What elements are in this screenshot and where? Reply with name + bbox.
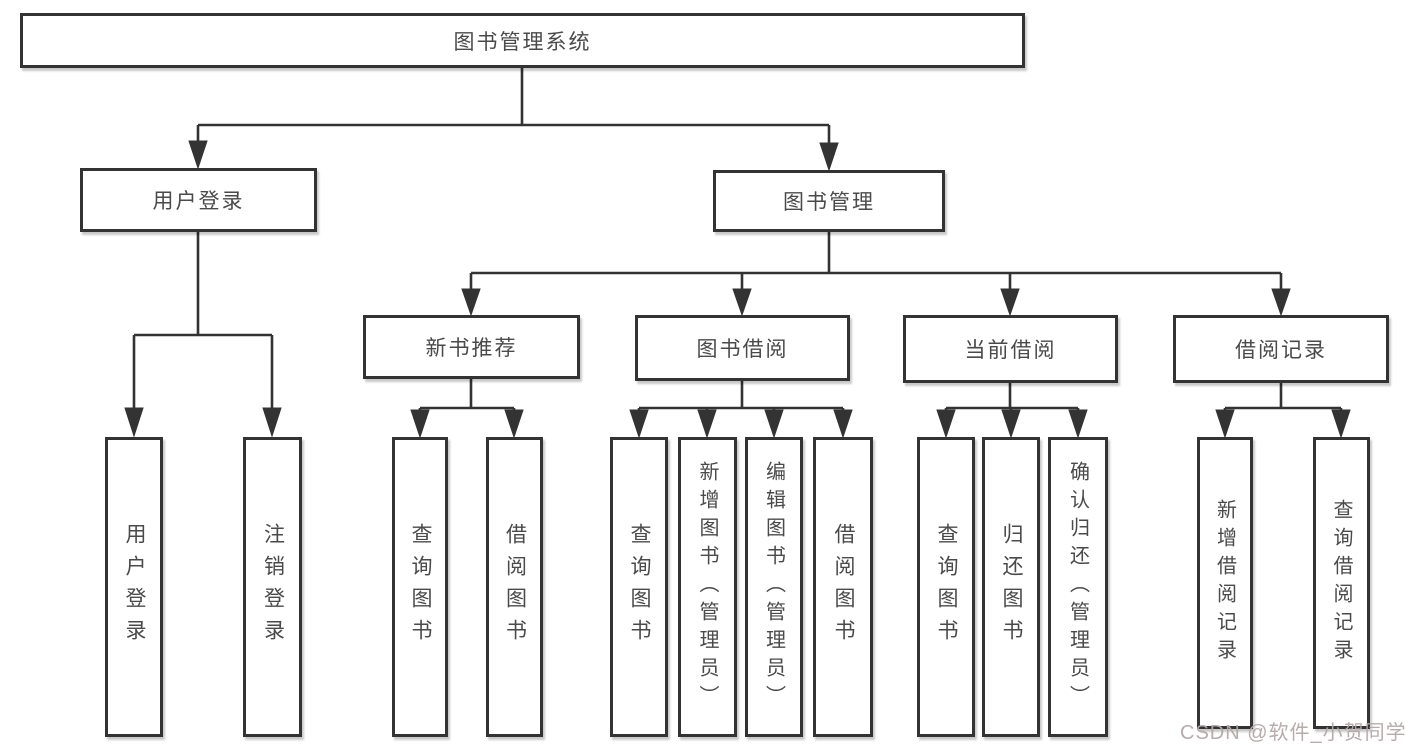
node-label: 图书管理 [783, 191, 875, 214]
node-leaf-query-books-borrowing: 查询图书 [610, 437, 668, 737]
node-leaf-query-books-newbook: 查询图书 [392, 437, 448, 737]
node-new-book-recommendation: 新书推荐 [363, 315, 580, 379]
connector-new-book-children [410, 379, 524, 439]
arrowhead-icon [936, 409, 956, 439]
node-label: 新书推荐 [425, 337, 518, 360]
node-leaf-add-borrow-record: 新增借阅记录 [1197, 437, 1253, 729]
node-leaf-borrow-books-borrowing: 借阅图书 [813, 437, 873, 737]
connector-user-login-children [124, 232, 282, 438]
node-book-borrowing: 图书借阅 [635, 315, 850, 381]
node-label: 查询图书 [935, 523, 958, 651]
node-label: 查询借阅记录 [1330, 499, 1352, 667]
arrowhead-icon [819, 142, 839, 172]
arrowhead-icon [1001, 409, 1021, 439]
connector-book-mgmt-children [461, 232, 1291, 317]
node-leaf-add-books-admin: 新增图书（管理员） [678, 437, 737, 737]
node-label: 借阅图书 [832, 523, 855, 651]
connector-current-borrow-children [936, 383, 1088, 439]
arrowhead-icon [697, 409, 717, 439]
node-current-borrowing: 当前借阅 [903, 315, 1118, 383]
node-label: 当前借阅 [964, 339, 1057, 362]
node-label: 确认归还（管理员） [1066, 461, 1089, 713]
arrowhead-icon [188, 140, 208, 170]
node-leaf-edit-books-admin: 编辑图书（管理员） [745, 437, 803, 737]
arrowhead-icon [1331, 409, 1351, 439]
arrowhead-icon [262, 407, 282, 438]
connector-borrow-records-children [1215, 383, 1351, 439]
node-leaf-borrow-books-newbook: 借阅图书 [486, 437, 543, 737]
node-label: 新增借阅记录 [1213, 499, 1236, 667]
connector-book-borrow-children [629, 381, 853, 439]
arrowhead-icon [1068, 409, 1088, 439]
arrowhead-icon [833, 409, 853, 439]
node-label: 编辑图书（管理员） [762, 461, 785, 713]
connector-root-to-level2 [188, 68, 839, 172]
arrowhead-icon [764, 409, 784, 439]
node-leaf-logout: 注销登录 [243, 437, 302, 737]
node-label: 借阅图书 [503, 523, 527, 651]
arrowhead-icon [124, 407, 144, 438]
node-book-management: 图书管理 [713, 170, 945, 232]
arrowhead-icon [504, 409, 524, 439]
node-leaf-user-login: 用户登录 [105, 437, 163, 737]
arrowhead-icon [1000, 288, 1020, 317]
node-leaf-query-books-current: 查询图书 [917, 437, 975, 737]
node-leaf-confirm-return-admin: 确认归还（管理员） [1048, 437, 1108, 737]
arrowhead-icon [1271, 288, 1291, 317]
node-label: 用户登录 [123, 523, 146, 651]
node-label: 注销登录 [261, 523, 285, 651]
arrowhead-icon [629, 409, 649, 439]
node-leaf-return-books: 归还图书 [982, 437, 1040, 737]
node-borrowing-records: 借阅记录 [1173, 315, 1389, 383]
arrowhead-icon [1215, 409, 1235, 439]
csdn-watermark: CSDN @软件_小贺同学 [1180, 722, 1405, 744]
node-label: 查询图书 [628, 523, 651, 651]
arrowhead-icon [410, 409, 430, 439]
arrowhead-icon [461, 288, 481, 317]
node-label: 借阅记录 [1235, 339, 1327, 362]
node-label: 查询图书 [409, 523, 432, 651]
node-label: 用户登录 [152, 190, 245, 213]
node-label: 图书管理系统 [453, 30, 592, 54]
arrowhead-icon [732, 288, 752, 317]
node-leaf-query-borrow-record: 查询借阅记录 [1313, 437, 1370, 729]
node-label: 归还图书 [1000, 523, 1023, 651]
node-label: 图书借阅 [696, 338, 789, 361]
node-label: 新增图书（管理员） [696, 461, 718, 713]
node-user-login: 用户登录 [80, 168, 317, 232]
node-library-management-system: 图书管理系统 [20, 13, 1025, 68]
